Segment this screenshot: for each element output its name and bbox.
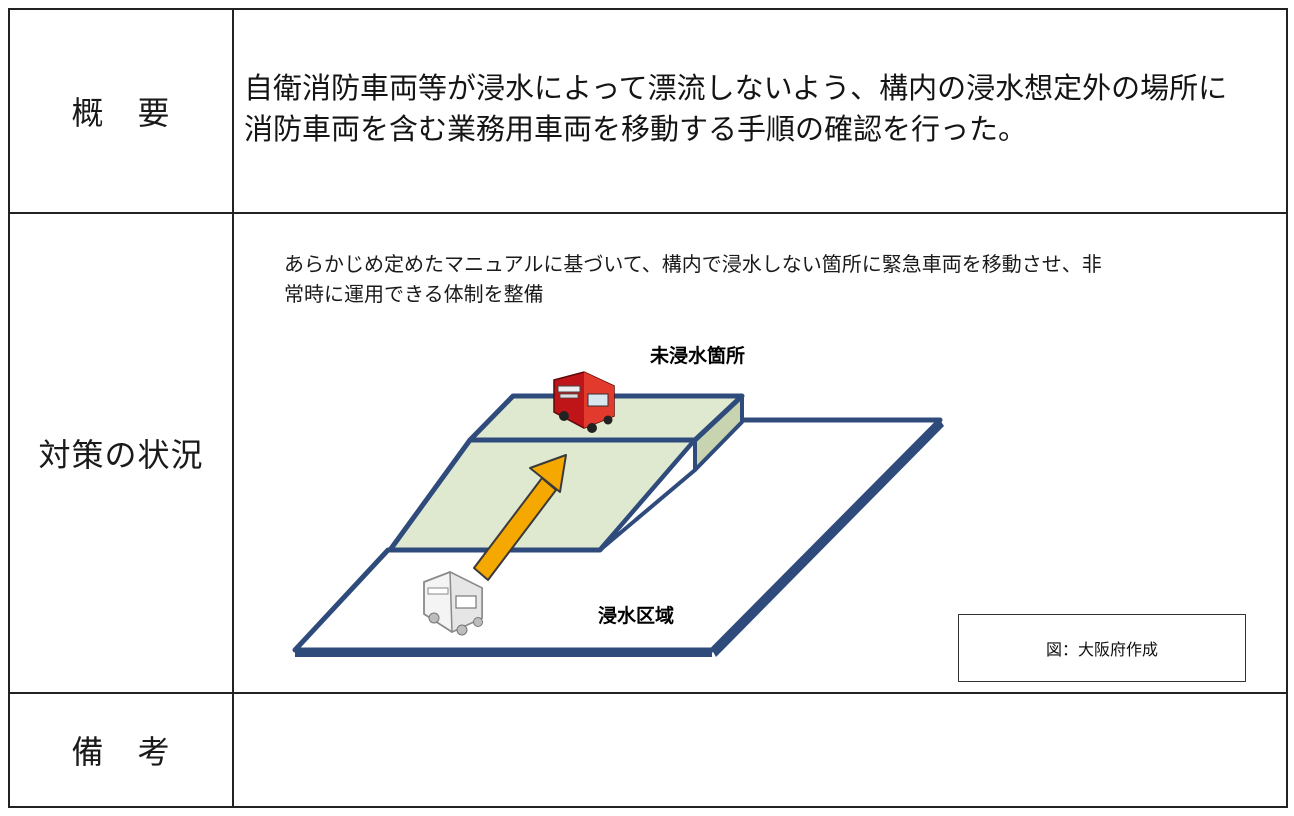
table-left-border	[8, 8, 10, 808]
ramp-side	[598, 438, 697, 552]
row-divider-1	[8, 212, 1288, 214]
measures-description: あらかじめ定めたマニュアルに基づいて、構内で浸水しない箇所に緊急車両を移動させ、…	[284, 249, 1284, 309]
flood-area-edge	[295, 650, 712, 657]
flood-area-edge-right	[712, 420, 944, 657]
flood-area-label: 浸水区域	[598, 604, 674, 627]
summary-label: 概 要	[71, 94, 171, 132]
remarks-label: 備 考	[71, 733, 171, 771]
row-divider-2	[8, 692, 1288, 694]
table-top-border	[8, 8, 1288, 10]
safe-area-label: 未浸水箇所	[649, 344, 745, 367]
summary-line-2: 消防車両を含む業務用車両を移動する手順の確認を行った。	[244, 112, 1028, 146]
vehicle-icon	[423, 570, 483, 636]
figure-credit: 図：大阪府作成	[1045, 640, 1158, 659]
table-bottom-border	[8, 806, 1288, 808]
measures-desc-line-1: あらかじめ定めたマニュアルに基づいて、構内で浸水しない箇所に緊急車両を移動させ、…	[284, 252, 1102, 276]
document-page: 概 要 自衛消防車両等が浸水によって漂流しないよう、構内の浸水想定外の場所に 消…	[8, 8, 1294, 816]
move-arrow	[473, 454, 567, 581]
summary-line-1: 自衛消防車両等が浸水によって漂流しないよう、構内の浸水想定外の場所に	[244, 71, 1228, 105]
measures-label: 対策の状況	[38, 436, 204, 474]
measures-desc-line-2: 常時に運用できる体制を整備	[284, 282, 544, 306]
fire-truck-icon	[553, 371, 615, 433]
figure-credit-box: 図：大阪府作成	[958, 614, 1246, 682]
summary-text: 自衛消防車両等が浸水によって漂流しないよう、構内の浸水想定外の場所に 消防車両を…	[244, 68, 1284, 150]
column-divider	[232, 8, 234, 808]
table-right-border	[1286, 8, 1288, 808]
